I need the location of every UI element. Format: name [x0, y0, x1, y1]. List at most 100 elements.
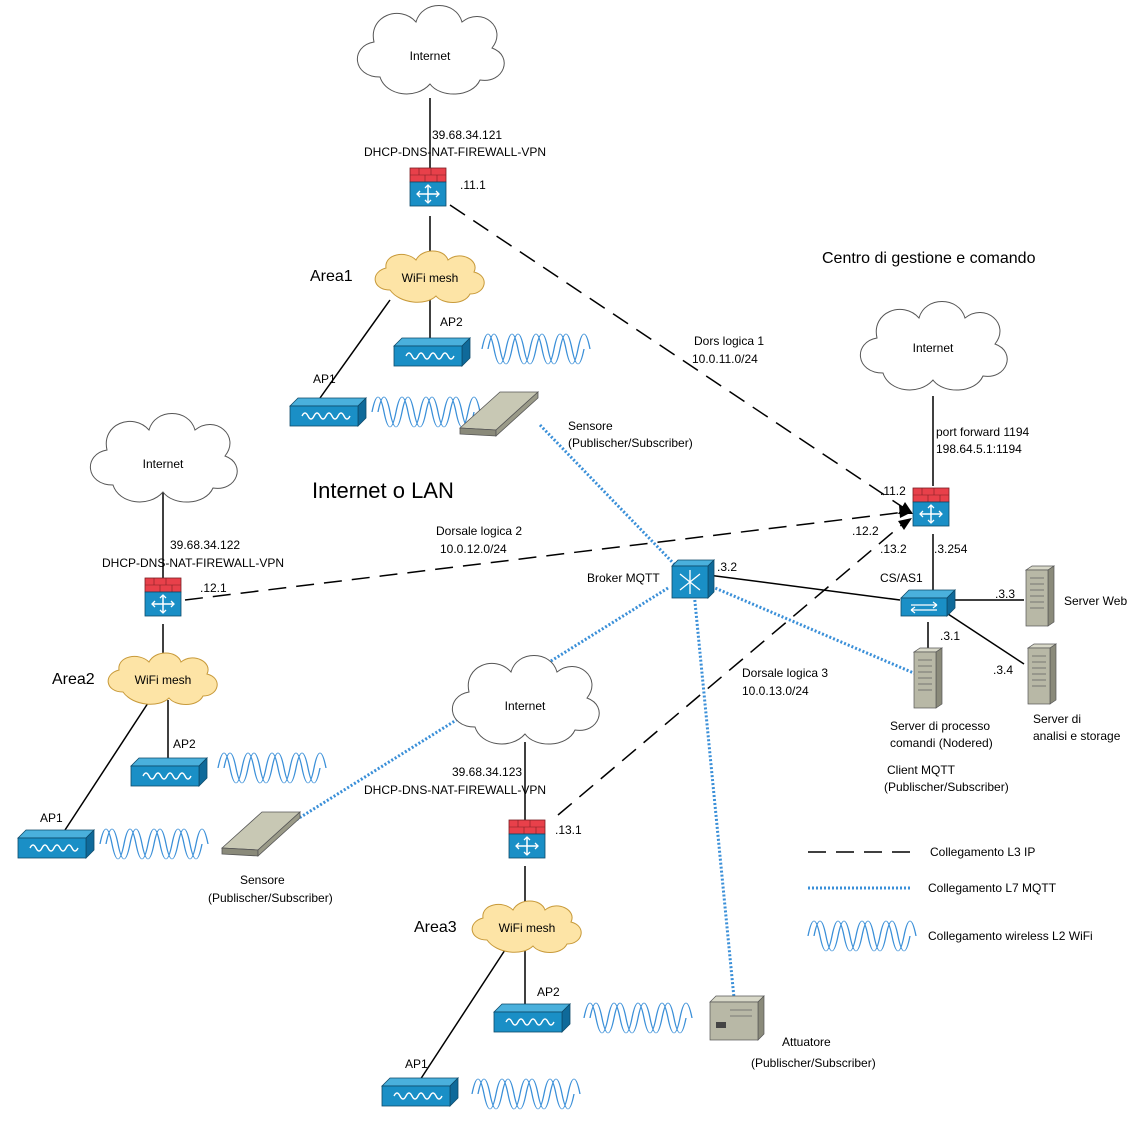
server-analisi-label-1: Server di [1033, 712, 1081, 726]
broker-mqtt-device [671, 559, 715, 599]
port-forward-label: port forward 1194 [936, 425, 1029, 439]
internet-label: Internet [913, 341, 954, 355]
ap2-area1 [393, 337, 471, 367]
ap1-area1 [289, 397, 367, 427]
sensore1-pubsub: (Publischer/Subscriber) [568, 436, 693, 450]
sensore2-pubsub: (Publischer/Subscriber) [208, 891, 333, 905]
broker-label: Broker MQTT [587, 571, 660, 585]
firewall-router-centro [912, 487, 950, 527]
attuatore-device [709, 995, 765, 1041]
sensore1-label: Sensore [568, 419, 613, 433]
area1-label: Area1 [310, 268, 353, 285]
internet-cloud-centro: Internet [859, 301, 1008, 391]
ap1-label-area3: AP1 [405, 1057, 428, 1071]
firewall-router-area3 [508, 819, 546, 859]
ip-area3: 39.68.34.123 [452, 765, 522, 779]
link-mesh1-ap1 [319, 299, 391, 399]
internet-cloud-area2: Internet [89, 413, 238, 503]
dorsale3-label: Dorsale logica 3 [742, 666, 828, 680]
link-dorsale-3 [557, 521, 906, 816]
attuatore-pubsub: (Publischer/Subscriber) [751, 1056, 876, 1070]
dorsale1-label: Dors logica 1 [694, 334, 764, 348]
dorsale1-net: 10.0.11.0/24 [692, 352, 758, 366]
sensore-area2 [221, 811, 301, 857]
dorsale2-net: 10.0.12.0/24 [440, 542, 507, 556]
port-centro-254: .3.254 [934, 542, 968, 556]
mqtt-sensor2-broker [295, 586, 669, 822]
ap2-label-area1: AP2 [440, 315, 463, 329]
port-31: .3.1 [940, 629, 960, 643]
port-33: .3.3 [995, 587, 1015, 601]
server-proc-label-2: comandi (Nodered) [890, 736, 993, 750]
server-analisi [1027, 643, 1057, 705]
ap1-label-area1: AP1 [313, 372, 336, 386]
server-web [1025, 565, 1055, 627]
wifi-wave-ap2-area2 [217, 752, 327, 784]
internet-label: Internet [143, 457, 184, 471]
switch-cs-as1 [900, 589, 956, 617]
wifi-wave-ap1-area3 [471, 1078, 581, 1110]
area3-label: Area3 [414, 919, 457, 936]
legend: Collegamento L3 IP Collegamento L7 MQTT … [807, 845, 1093, 952]
port-area3: .13.1 [555, 823, 582, 837]
legend-wifi-swatch [807, 920, 917, 952]
ap2-label-area2: AP2 [173, 737, 196, 751]
client-mqtt-pubsub: (Publischer/Subscriber) [884, 780, 1009, 794]
sensore2-label: Sensore [240, 873, 285, 887]
arrowhead-2 [899, 505, 912, 518]
link-broker-switch [707, 574, 901, 601]
dashed-links [184, 204, 911, 816]
internet-cloud-area1: Internet [356, 5, 505, 95]
ap2-label-area3: AP2 [537, 985, 560, 999]
port-centro-11: .11.2 [880, 484, 906, 498]
firewall-router-area2 [144, 577, 182, 617]
attuatore-label: Attuatore [782, 1035, 831, 1049]
link-dorsale-2 [184, 511, 906, 601]
dhcp-area1: DHCP-DNS-NAT-FIREWALL-VPN [364, 145, 546, 159]
wifi-wave-ap1-area1 [371, 396, 481, 428]
ap2-area3 [493, 1003, 571, 1033]
port-centro-13: .13.2 [880, 542, 907, 556]
area2-label: Area2 [52, 671, 95, 688]
wifi-mesh-area3: WiFi mesh [471, 900, 582, 953]
port-area2: .12.1 [200, 581, 227, 595]
dashed-arrowheads [898, 502, 913, 530]
firewall-router-area1 [409, 167, 447, 207]
ap1-label-area2: AP1 [40, 811, 63, 825]
wifi-mesh-label: WiFi mesh [402, 271, 459, 285]
wifi-wave-ap2-area1 [481, 333, 591, 365]
arrowhead-3 [898, 518, 912, 530]
internet-label: Internet [410, 49, 451, 63]
legend-l7-label: Collegamento L7 MQTT [928, 881, 1057, 895]
port-forward-addr: 198.64.5.1:1194 [936, 442, 1022, 456]
port-34: .3.4 [993, 663, 1013, 677]
switch-label: CS/AS1 [880, 571, 923, 585]
ap1-area3 [381, 1077, 459, 1107]
dorsale3-net: 10.0.13.0/24 [742, 684, 809, 698]
ip-area1: 39.68.34.121 [432, 128, 502, 142]
wifi-mesh-label: WiFi mesh [499, 921, 556, 935]
wifi-mesh-label: WiFi mesh [135, 673, 192, 687]
internet-lan-title: Internet o LAN [312, 478, 454, 503]
legend-wifi-label: Collegamento wireless L2 WiFi [928, 929, 1093, 943]
server-web-label: Server Web [1064, 594, 1127, 608]
mqtt-sensor1-broker [538, 423, 680, 570]
mqtt-broker-serverproc [707, 583, 917, 676]
solid-links [64, 98, 1025, 1081]
server-analisi-label-2: analisi e storage [1033, 729, 1121, 743]
broker-port: .3.2 [717, 560, 737, 574]
mqtt-broker-attuatore [692, 591, 736, 999]
wifi-mesh-area2: WiFi mesh [107, 652, 218, 705]
dorsale2-label: Dorsale logica 2 [436, 524, 522, 538]
internet-label: Internet [505, 699, 546, 713]
link-switch-serveranalisi [944, 611, 1025, 665]
link-mesh3-ap1 [419, 949, 506, 1081]
labels: Internet o LAN Centro di gestione e coma… [40, 128, 1127, 1071]
port-centro-12: .12.2 [852, 524, 879, 538]
dhcp-area2: DHCP-DNS-NAT-FIREWALL-VPN [102, 556, 284, 570]
client-mqtt-label: Client MQTT [887, 763, 956, 777]
server-processo [913, 647, 943, 709]
centro-title: Centro di gestione e comando [822, 250, 1036, 267]
internet-cloud-area3: Internet [451, 655, 600, 745]
